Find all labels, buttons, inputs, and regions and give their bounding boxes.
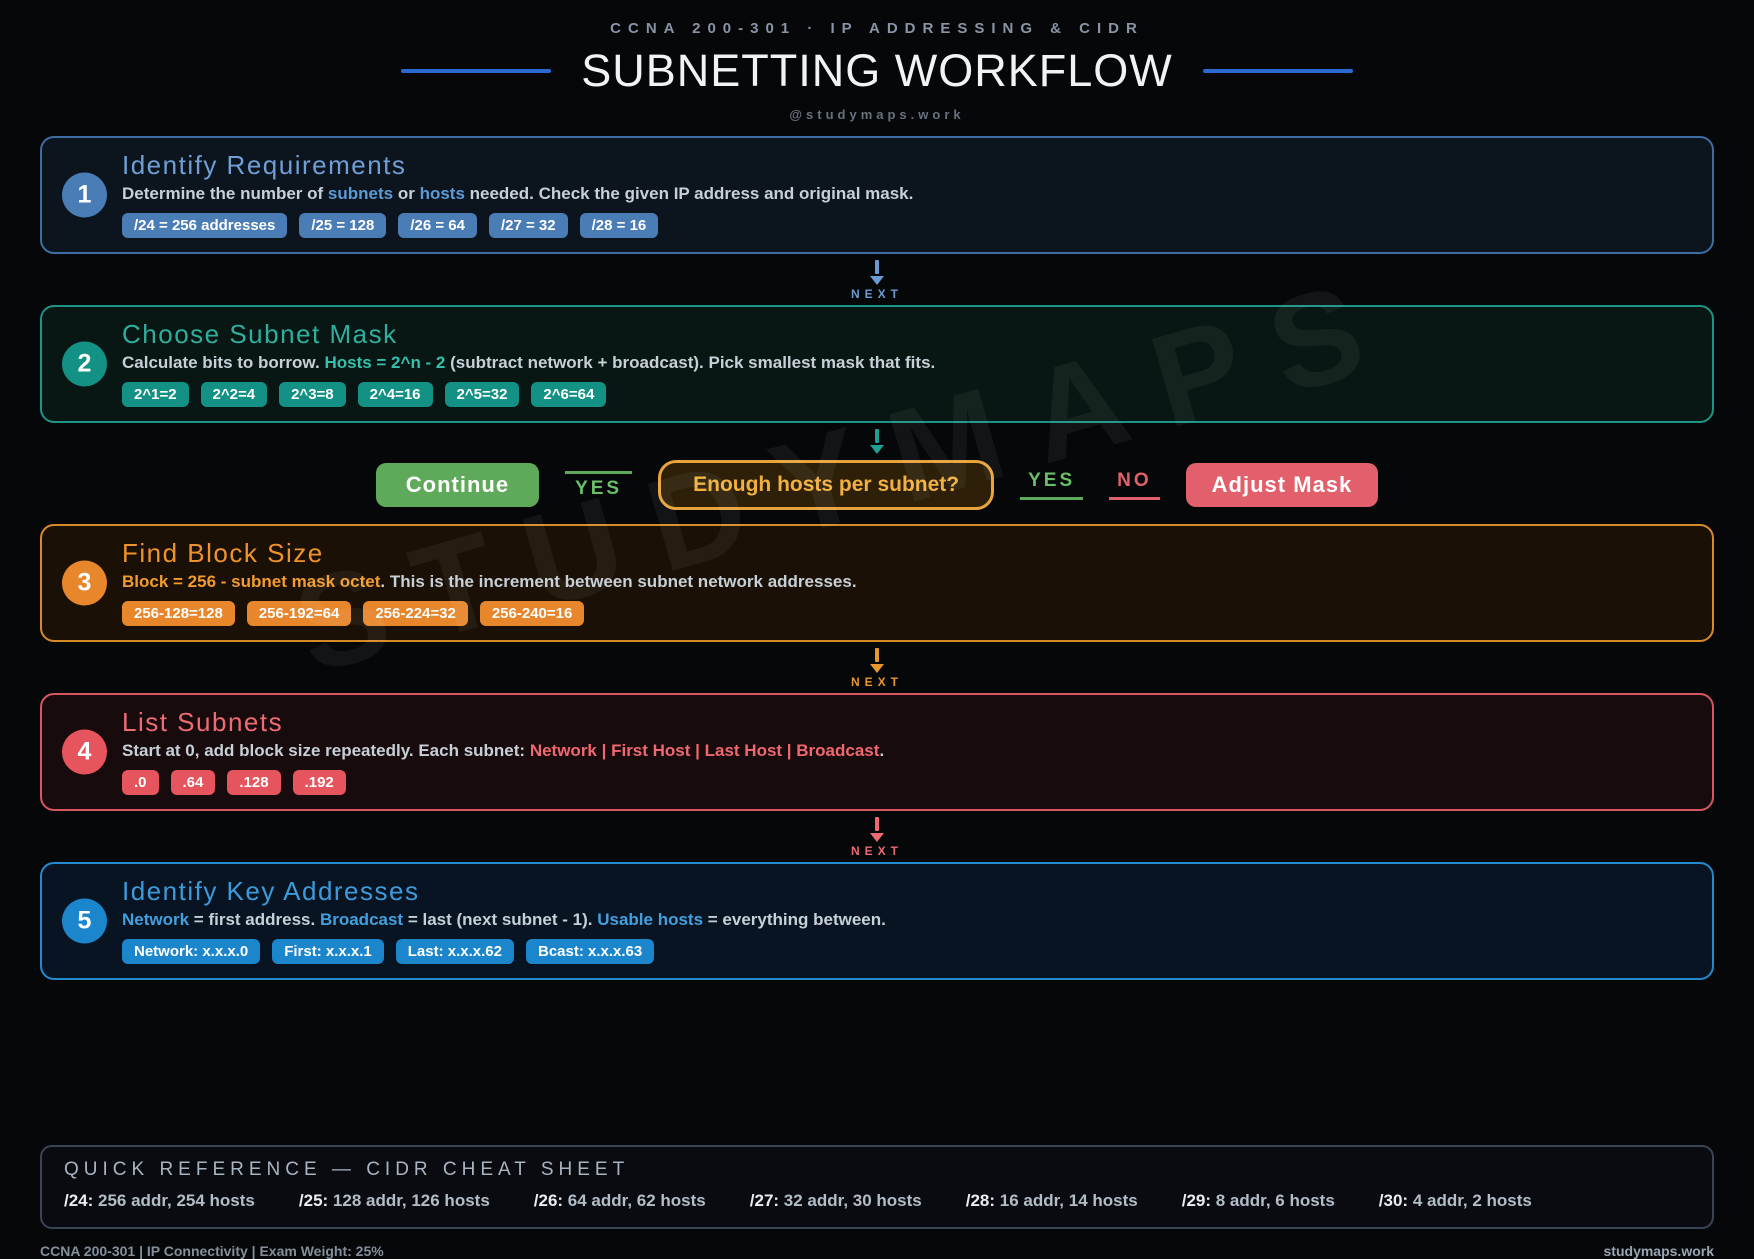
continue-button: Continue [375, 463, 540, 507]
step-4-number-badge: 4 [62, 729, 107, 775]
cidr-entry: /29: 8 addr, 6 hosts [1181, 1191, 1335, 1210]
badge: 256-192=64 [246, 601, 352, 626]
step-3-description: Block = 256 - subnet mask octet. This is… [122, 572, 857, 591]
step-choose-subnet-mask: 2 Choose Subnet Mask Calculate bits to b… [40, 305, 1714, 423]
step-find-block-size: 3 Find Block Size Block = 256 - subnet m… [40, 524, 1714, 642]
badge: .0 [122, 770, 159, 795]
cidr-entry: /26: 64 addr, 62 hosts [533, 1191, 706, 1210]
step-list-subnets: 4 List Subnets Start at 0, add block siz… [40, 693, 1714, 811]
badge: .192 [292, 770, 346, 795]
badge: Network: x.x.x.0 [122, 939, 261, 964]
step-5-title: Identify Key Addresses [122, 876, 420, 906]
next-connector-3: NEXT [40, 811, 1714, 862]
step-2-title: Choose Subnet Mask [122, 319, 398, 349]
down-arrow-icon [875, 429, 879, 443]
badge: /27 = 32 [488, 213, 568, 238]
badge: 2^4=16 [357, 382, 433, 407]
badge: .128 [227, 770, 281, 795]
step-5-description: Network = first address. Broadcast = las… [122, 910, 886, 929]
badge: Bcast: x.x.x.63 [525, 939, 655, 964]
down-arrow-head-icon [870, 833, 884, 842]
cidr-cheat-sheet-list: /24: 256 addr, 254 hosts/25: 128 addr, 1… [64, 1191, 1690, 1211]
step-5-number-badge: 5 [62, 898, 107, 944]
step-2-number-badge: 2 [62, 341, 107, 387]
course-eyebrow: CCNA 200-301 · IP ADDRESSING & CIDR [610, 20, 1144, 37]
footer-exam-info: CCNA 200-301 | IP Connectivity | Exam We… [40, 1243, 384, 1259]
next-connector-1: NEXT [40, 254, 1714, 305]
badge: Last: x.x.x.62 [395, 939, 514, 964]
workflow-stage: 1 Identify Requirements Determine the nu… [0, 136, 1754, 1259]
badge: 256-224=32 [363, 601, 468, 626]
title-accent-line-right [1202, 69, 1353, 73]
badge: /24 = 256 addresses [122, 213, 288, 238]
step-identify-requirements: 1 Identify Requirements Determine the nu… [40, 136, 1714, 254]
footer-brand: studymaps.work [1603, 1243, 1714, 1259]
down-arrow-icon [875, 260, 879, 274]
step-1-badge-row: /24 = 256 addresses/25 = 128/26 = 64/27 … [122, 213, 1688, 238]
badge: 2^2=4 [200, 382, 268, 407]
cidr-entry: /27: 32 addr, 30 hosts [749, 1191, 922, 1210]
step-2-badge-row: 2^1=2 2^2=4 2^3=8 2^4=16 2^5=32 2^6=64 [122, 382, 1688, 407]
page-title: SUBNETTING WORKFLOW [581, 45, 1173, 96]
step-2-description: Calculate bits to borrow. Hosts = 2^n - … [122, 353, 936, 372]
next-label: NEXT [850, 844, 903, 858]
author-handle: @studymaps.work [789, 107, 965, 122]
footer: CCNA 200-301 | IP Connectivity | Exam We… [40, 1243, 1714, 1259]
step-4-title: List Subnets [122, 707, 284, 737]
next-label: NEXT [850, 675, 903, 689]
badge: /25 = 128 [299, 213, 387, 238]
cidr-entry: /25: 128 addr, 126 hosts [298, 1191, 490, 1210]
down-arrow-icon [875, 817, 879, 831]
step-5-badge-row: Network: x.x.x.0 First: x.x.x.1 Last: x.x.… [122, 939, 1688, 964]
badge: 2^1=2 [122, 382, 189, 407]
step-3-number-badge: 3 [62, 560, 107, 606]
step-identify-key-addresses: 5 Identify Key Addresses Network = first… [40, 862, 1714, 980]
header: CCNA 200-301 · IP ADDRESSING & CIDR SUBN… [0, 0, 1754, 122]
down-arrow-icon [875, 648, 879, 662]
badge: 256-128=128 [122, 601, 235, 626]
badge: 2^5=32 [444, 382, 520, 407]
yes-label-left: YES [565, 470, 633, 500]
step-4-description: Start at 0, add block size repeatedly. E… [122, 741, 885, 760]
yes-label-right: YES [1020, 470, 1084, 500]
next-label: NEXT [850, 287, 903, 301]
no-label: NO [1109, 470, 1160, 500]
adjust-mask-button: Adjust Mask [1185, 463, 1379, 507]
decision-question: Enough hosts per subnet? [658, 460, 995, 510]
title-row: SUBNETTING WORKFLOW [0, 45, 1754, 97]
step-3-badge-row: 256-128=128 256-192=64 256-224=32 256-240=1… [122, 601, 1688, 626]
badge: /28 = 16 [579, 213, 659, 238]
next-connector-2: NEXT [40, 642, 1714, 693]
decision-connector [40, 423, 1714, 460]
step-4-badge-row: .0 .64 .128 .192 [122, 770, 1688, 795]
cidr-entry: /28: 16 addr, 14 hosts [965, 1191, 1138, 1210]
badge: .64 [170, 770, 216, 795]
down-arrow-head-icon [870, 664, 884, 673]
quick-reference-panel: QUICK REFERENCE — CIDR CHEAT SHEET /24: … [40, 1145, 1714, 1229]
cidr-entry: /24: 256 addr, 254 hosts [64, 1191, 255, 1210]
quick-reference-title: QUICK REFERENCE — CIDR CHEAT SHEET [64, 1159, 630, 1180]
step-1-title: Identify Requirements [122, 150, 407, 180]
badge: First: x.x.x.1 [272, 939, 384, 964]
badge: 256-240=16 [479, 601, 585, 626]
badge: 2^6=64 [531, 382, 607, 407]
title-accent-line-left [401, 69, 552, 73]
spacer [40, 980, 1714, 1145]
badge: /26 = 64 [398, 213, 477, 238]
decision-row: Continue YES Enough hosts per subnet? YE… [40, 460, 1714, 510]
down-arrow-head-icon [870, 276, 884, 285]
cidr-entry: /30: 4 addr, 2 hosts [1378, 1191, 1532, 1210]
step-1-number-badge: 1 [62, 172, 107, 218]
step-1-description: Determine the number of subnets or hosts… [122, 184, 914, 203]
badge: 2^3=8 [279, 382, 346, 407]
step-3-title: Find Block Size [122, 538, 324, 568]
down-arrow-head-icon [870, 445, 884, 454]
